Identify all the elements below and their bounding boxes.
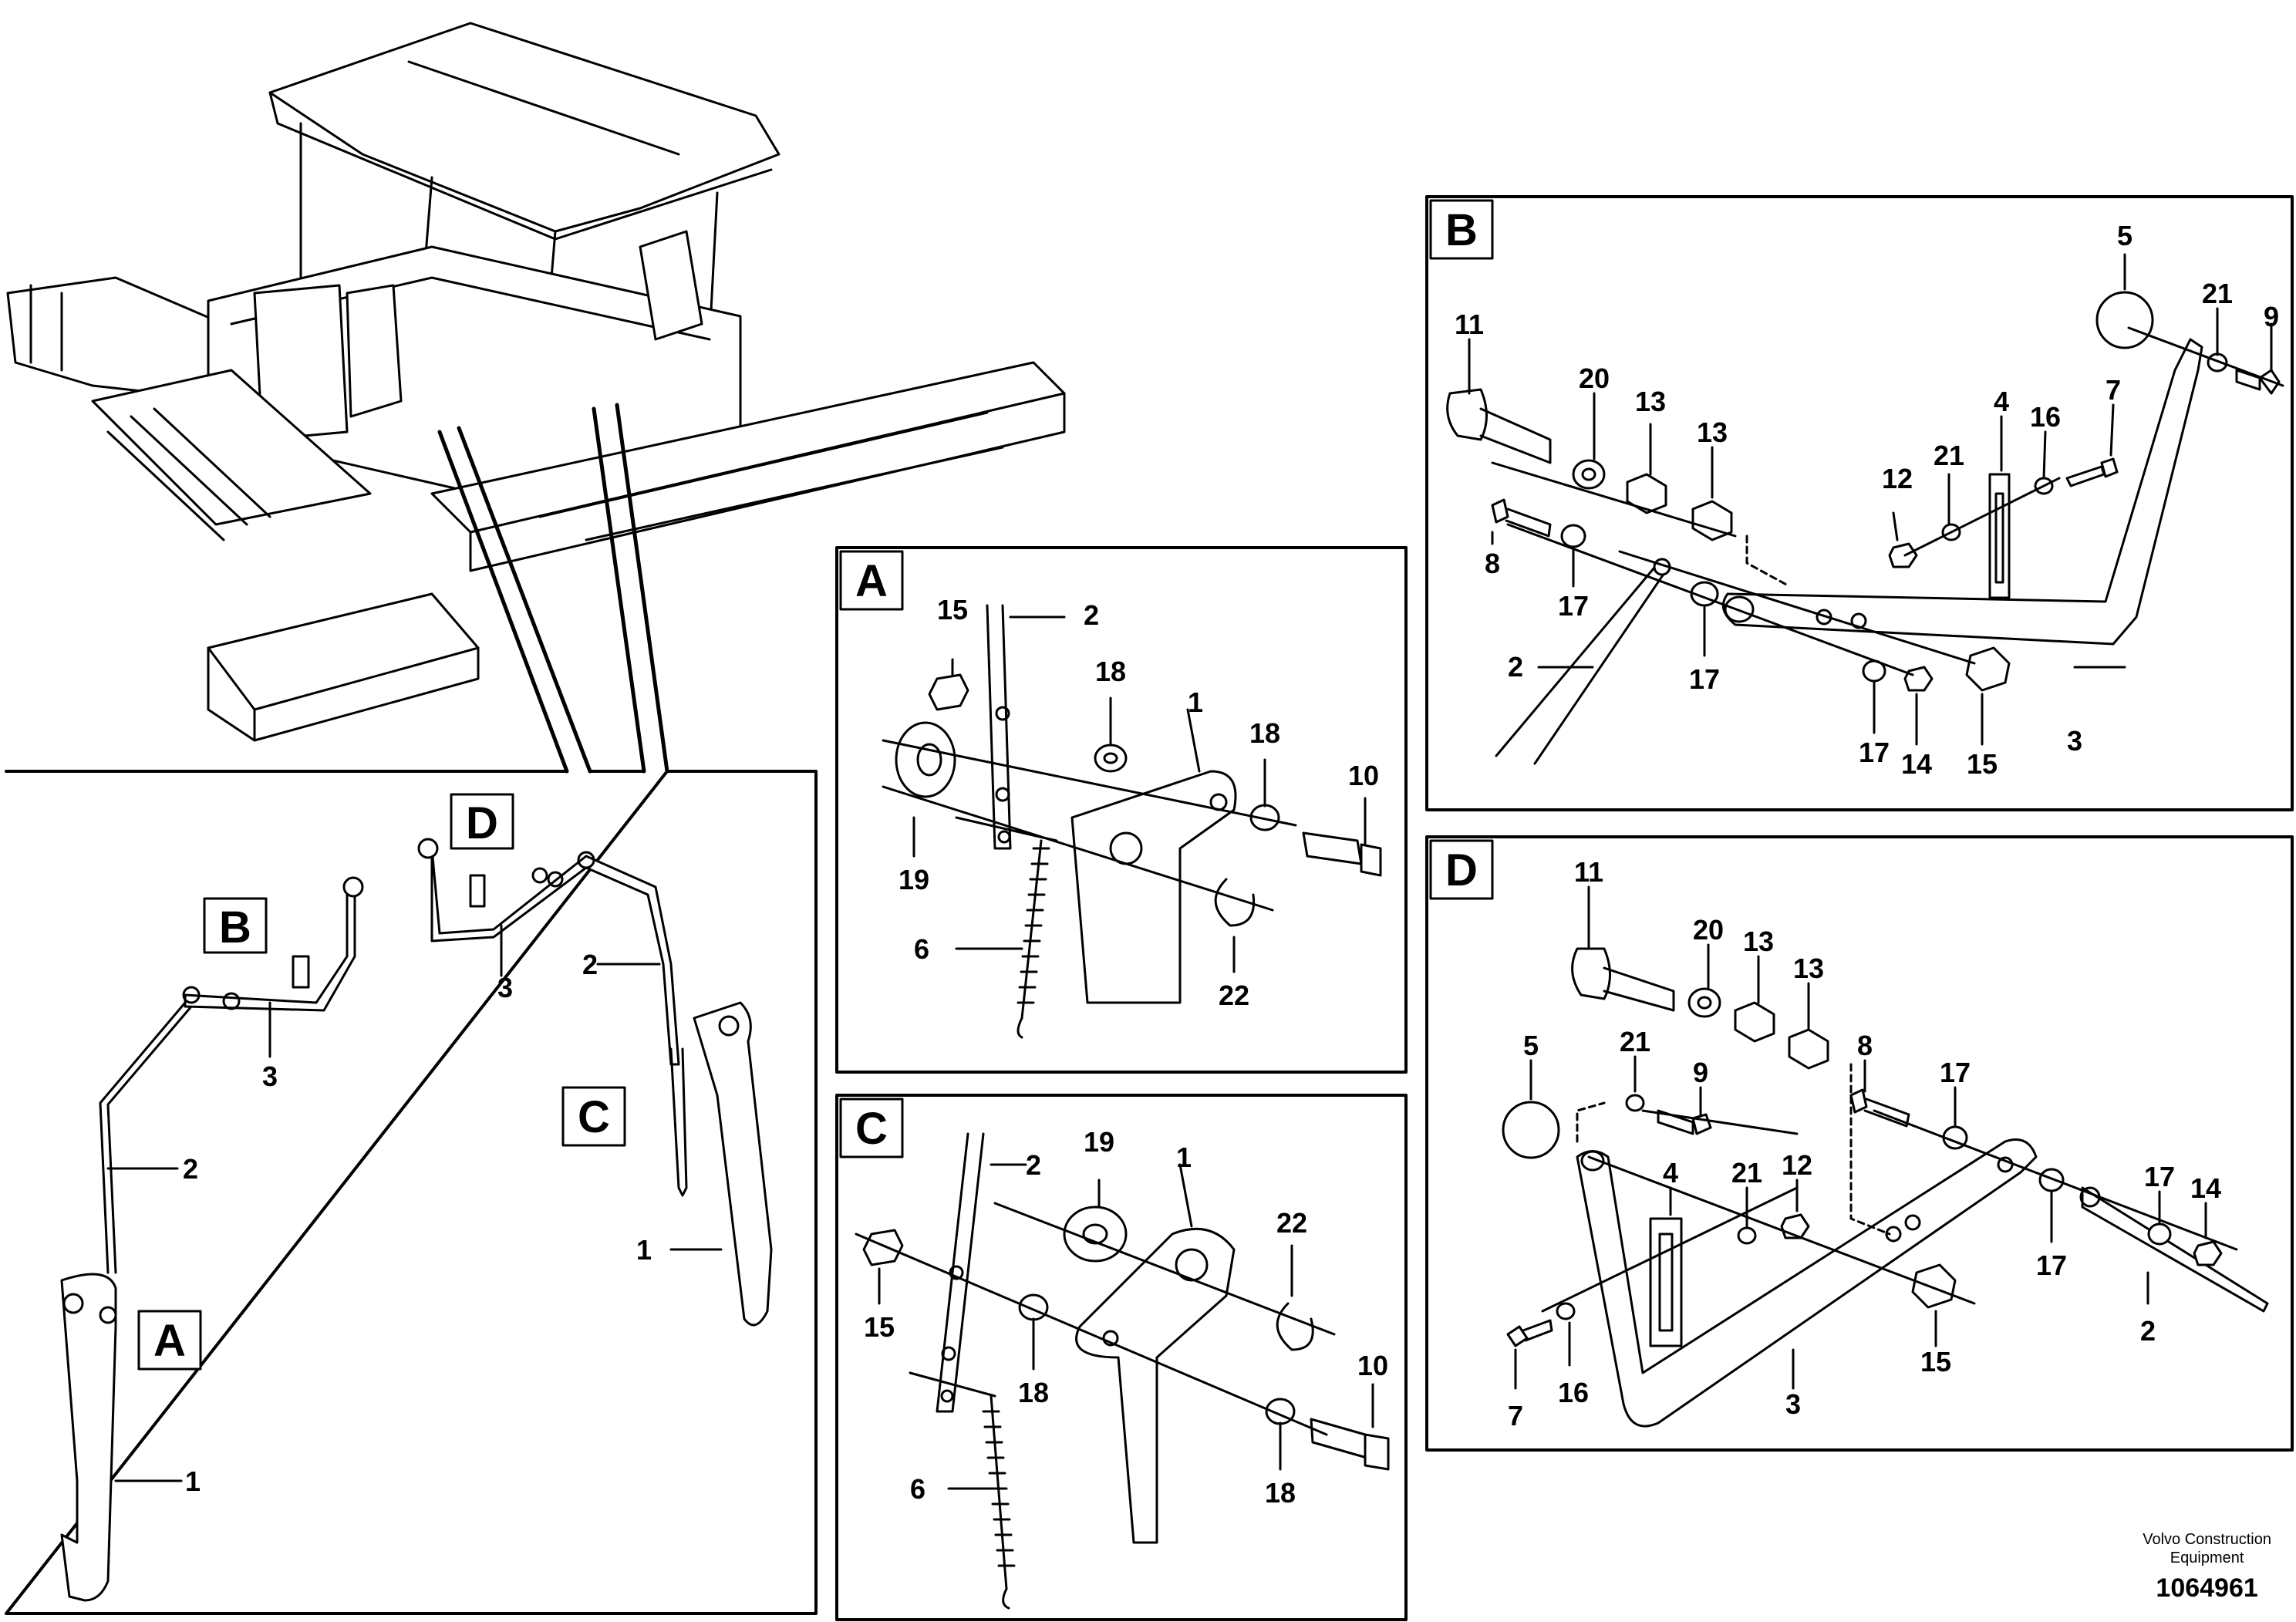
callout-21: 21 bbox=[1934, 440, 1964, 471]
callout-9: 9 bbox=[2264, 301, 2279, 332]
publisher-line-1: Volvo Construction bbox=[2143, 1531, 2271, 1548]
callout-6: 6 bbox=[914, 933, 929, 965]
callout-13: 13 bbox=[1743, 926, 1774, 957]
callout-15: 15 bbox=[937, 594, 968, 626]
callout-2: 2 bbox=[582, 949, 598, 980]
callout-17: 17 bbox=[2144, 1161, 2175, 1192]
callout-8: 8 bbox=[1857, 1030, 1873, 1061]
callout-5: 5 bbox=[2117, 220, 2132, 251]
callout-4: 4 bbox=[1994, 386, 2009, 417]
callout-5: 5 bbox=[1523, 1030, 1539, 1061]
callout-3: 3 bbox=[2067, 725, 2082, 757]
callout-17: 17 bbox=[1689, 663, 1720, 695]
callout-labels: B D A C A C B D 1 2 3 3 2 1 15 2 18 1 18… bbox=[153, 205, 2279, 1509]
callout-1: 1 bbox=[636, 1234, 652, 1266]
callout-3: 3 bbox=[1785, 1388, 1801, 1420]
label-a-overview: A bbox=[153, 1316, 186, 1366]
drawing-credit: Volvo Construction Equipment 1064961 bbox=[2143, 1530, 2271, 1603]
callout-12: 12 bbox=[1882, 463, 1913, 494]
detail-panel-b bbox=[1425, 195, 2294, 811]
callout-18: 18 bbox=[1018, 1377, 1049, 1408]
label-b-detail: B bbox=[1445, 205, 1478, 255]
callout-17: 17 bbox=[1859, 737, 1890, 768]
callout-21: 21 bbox=[1731, 1157, 1762, 1189]
callout-1: 1 bbox=[1176, 1141, 1192, 1173]
callout-6: 6 bbox=[910, 1473, 925, 1505]
callout-1: 1 bbox=[185, 1465, 201, 1497]
callout-2: 2 bbox=[183, 1153, 198, 1185]
callout-2: 2 bbox=[1026, 1149, 1041, 1181]
callout-2: 2 bbox=[2140, 1315, 2156, 1347]
callout-2: 2 bbox=[1084, 599, 1099, 631]
callout-13: 13 bbox=[1635, 386, 1666, 417]
callout-14: 14 bbox=[1901, 748, 1932, 780]
detail-panel-c bbox=[835, 1094, 1408, 1621]
callout-15: 15 bbox=[864, 1311, 895, 1343]
detail-panel-a bbox=[835, 546, 1408, 1074]
callout-9: 9 bbox=[1693, 1057, 1708, 1088]
callout-10: 10 bbox=[1357, 1350, 1388, 1381]
callout-10: 10 bbox=[1348, 760, 1379, 791]
detail-panel-d bbox=[1425, 835, 2294, 1452]
callout-18: 18 bbox=[1249, 717, 1280, 749]
callout-4: 4 bbox=[1663, 1157, 1678, 1189]
callout-19: 19 bbox=[899, 864, 929, 895]
label-c-detail: C bbox=[855, 1104, 888, 1154]
callout-8: 8 bbox=[1485, 548, 1500, 579]
callout-3: 3 bbox=[497, 972, 513, 1003]
callout-17: 17 bbox=[1940, 1057, 1971, 1088]
callout-18: 18 bbox=[1265, 1477, 1296, 1509]
callout-13: 13 bbox=[1793, 953, 1824, 984]
label-d-detail: D bbox=[1445, 845, 1478, 895]
callout-14: 14 bbox=[2190, 1172, 2221, 1204]
callout-20: 20 bbox=[1579, 363, 1610, 394]
callout-18: 18 bbox=[1095, 656, 1126, 687]
callout-17: 17 bbox=[2036, 1249, 2067, 1281]
callout-13: 13 bbox=[1697, 416, 1728, 448]
label-c-overview: C bbox=[578, 1092, 610, 1142]
callout-22: 22 bbox=[1276, 1207, 1307, 1239]
drawing-number: 1064961 bbox=[2156, 1573, 2258, 1603]
callout-11: 11 bbox=[1574, 856, 1603, 888]
callout-22: 22 bbox=[1219, 980, 1249, 1011]
callout-12: 12 bbox=[1782, 1149, 1812, 1181]
callout-16: 16 bbox=[2030, 401, 2061, 433]
publisher-line-2: Equipment bbox=[2170, 1549, 2244, 1566]
machine-overview bbox=[6, 22, 1066, 774]
callout-3: 3 bbox=[262, 1061, 278, 1092]
callout-19: 19 bbox=[1084, 1126, 1114, 1158]
label-a-detail: A bbox=[855, 556, 888, 606]
callout-15: 15 bbox=[1920, 1346, 1951, 1378]
callout-15: 15 bbox=[1967, 748, 1998, 780]
callout-11: 11 bbox=[1455, 309, 1484, 340]
callout-16: 16 bbox=[1558, 1377, 1589, 1408]
callout-17: 17 bbox=[1558, 590, 1589, 622]
callout-2: 2 bbox=[1508, 651, 1523, 683]
overview-detail-panel bbox=[5, 770, 818, 1615]
callout-21: 21 bbox=[2202, 278, 2233, 309]
label-b-overview: B bbox=[219, 902, 251, 953]
callout-7: 7 bbox=[1508, 1400, 1523, 1431]
callout-21: 21 bbox=[1620, 1026, 1650, 1057]
callout-1: 1 bbox=[1188, 686, 1203, 718]
callout-20: 20 bbox=[1693, 914, 1724, 946]
label-d-overview: D bbox=[466, 798, 498, 848]
callout-7: 7 bbox=[2106, 374, 2121, 406]
